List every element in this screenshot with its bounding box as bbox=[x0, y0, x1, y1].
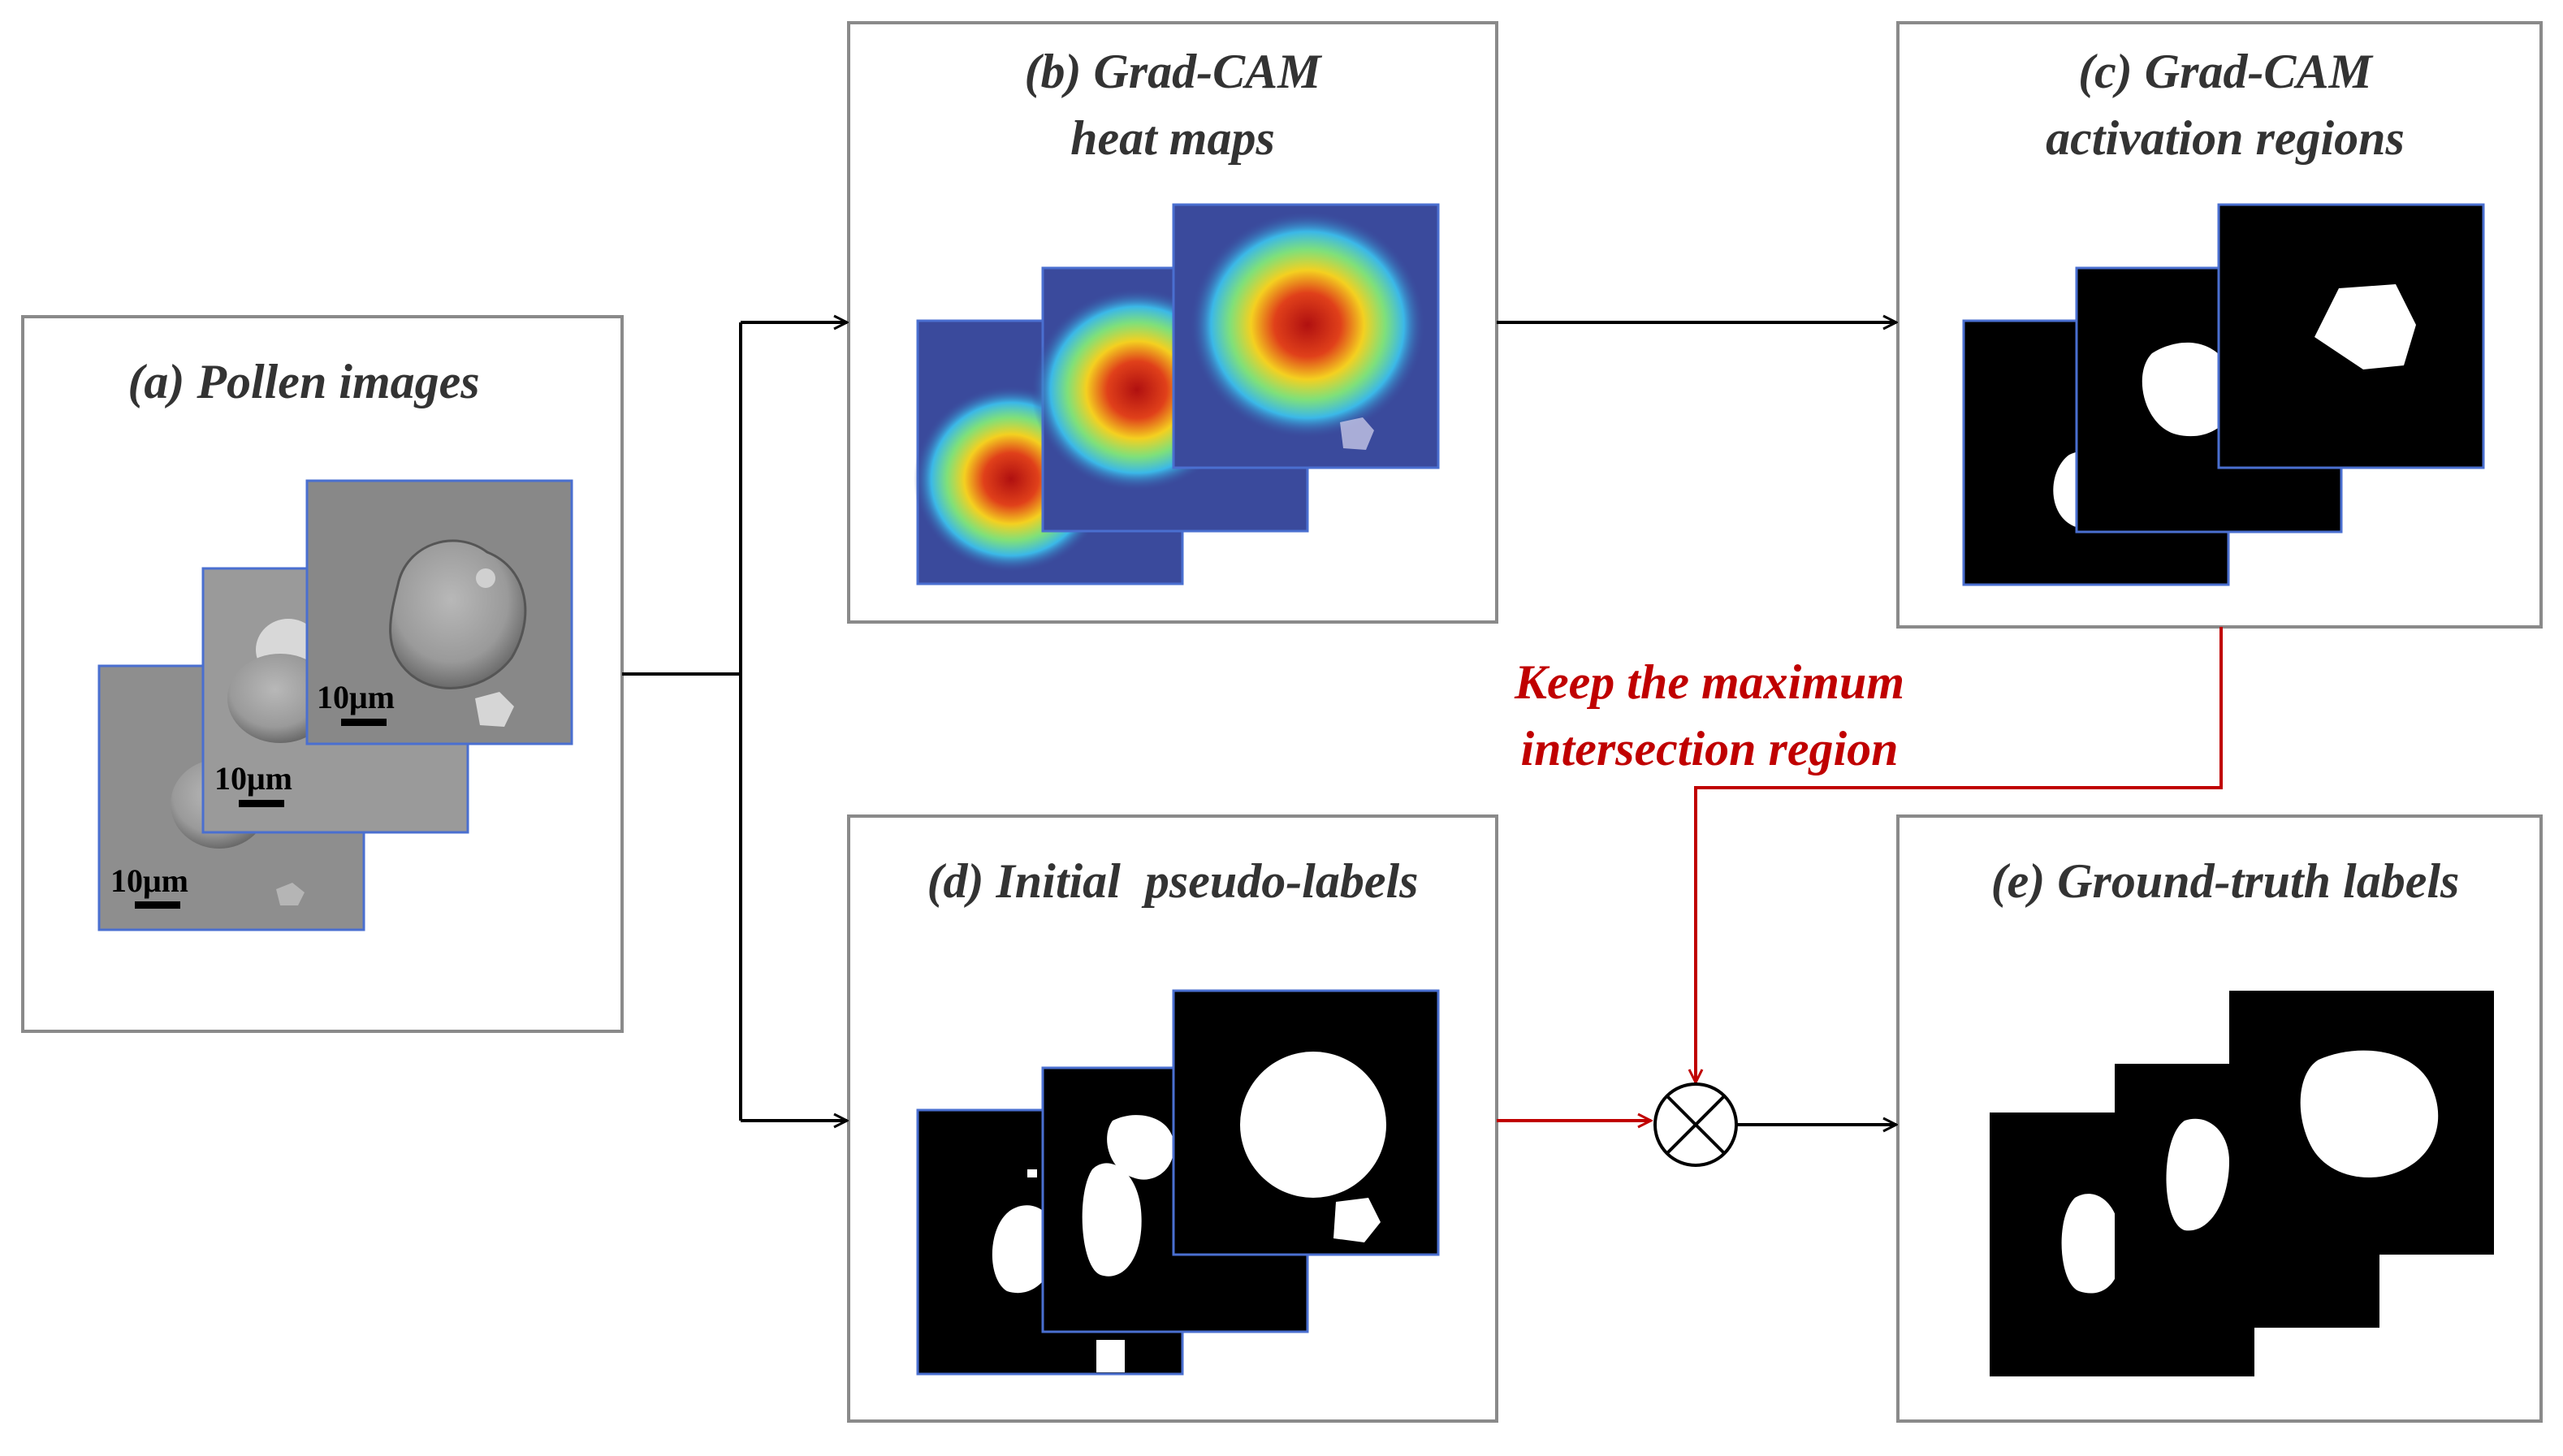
scale-bar bbox=[239, 800, 284, 807]
panel-d-title: (d) Initial pseudo-labels bbox=[927, 854, 1418, 908]
panel-e-ground-truth-labels: (e) Ground-truth labels bbox=[1896, 814, 2543, 1423]
annotation-line1: Keep the maximum bbox=[1514, 655, 1904, 709]
annotation-line2: intersection region bbox=[1520, 722, 1898, 776]
scale-bar-label: 10μm bbox=[110, 862, 188, 899]
panel-c-title-line1: (c) Grad-CAM bbox=[2078, 45, 2374, 98]
panel-a-title: (a) Pollen images bbox=[128, 355, 479, 408]
pseudo-label-front bbox=[1172, 989, 1440, 1256]
ground-truth-front bbox=[2229, 991, 2494, 1255]
heatmap-front bbox=[1172, 203, 1440, 469]
panel-a-pollen-images: (a) Pollen images 10μm 10μm 10μm bbox=[21, 315, 624, 1033]
panel-c-title-line2: activation regions bbox=[2046, 111, 2405, 165]
panel-e-title: (e) Ground-truth labels bbox=[1991, 854, 2460, 908]
panel-c-activation-regions: (c) Grad-CAM activation regions bbox=[1896, 21, 2543, 629]
connector-a-to-bd bbox=[622, 322, 847, 1121]
arrow-c-to-operator bbox=[1696, 627, 2223, 1082]
sem-image-front: 10μm bbox=[305, 479, 573, 745]
panel-b-title-line2: heat maps bbox=[1070, 111, 1275, 165]
scale-bar-label: 10μm bbox=[317, 679, 395, 715]
activation-mask-front bbox=[2217, 203, 2485, 469]
circled-times-icon bbox=[1653, 1082, 1738, 1167]
panel-d-initial-pseudo-labels: (d) Initial pseudo-labels bbox=[847, 814, 1498, 1423]
panel-b-heat-maps: (b) Grad-CAM heat maps bbox=[847, 21, 1498, 624]
panel-b-title-line1: (b) Grad-CAM bbox=[1024, 45, 1323, 98]
scale-bar-label: 10μm bbox=[214, 760, 292, 797]
scale-bar bbox=[341, 719, 387, 726]
scale-bar bbox=[135, 901, 180, 909]
